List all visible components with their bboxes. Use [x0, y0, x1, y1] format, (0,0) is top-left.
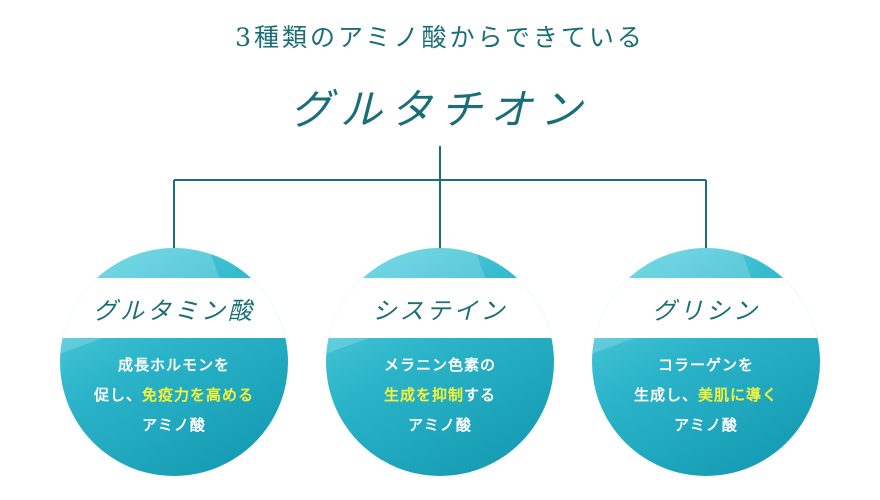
amino-acid-name: グリシン: [652, 296, 760, 325]
amino-acid-card-glutamic-acid: グルタミン酸 成長ホルモンを 促し、免疫力を高める アミノ酸: [60, 248, 288, 476]
description-text: する: [464, 386, 497, 404]
amino-acid-name: システイン: [372, 296, 508, 325]
description-line-1: コラーゲンを: [657, 356, 754, 374]
description-line-2: 生成を抑制する: [326, 380, 554, 410]
name-band: グリシン: [592, 278, 820, 338]
description-line-2: 促し、免疫力を高める: [60, 380, 288, 410]
description-line-1: メラニン色素の: [383, 356, 496, 374]
name-band: システイン: [326, 278, 554, 338]
amino-acid-card-cysteine: システイン メラニン色素の 生成を抑制する アミノ酸: [326, 248, 554, 476]
amino-acid-description: コラーゲンを 生成し、美肌に導く アミノ酸: [592, 350, 820, 440]
amino-acid-description: メラニン色素の 生成を抑制する アミノ酸: [326, 350, 554, 440]
highlight-text: 生成を抑制: [383, 386, 464, 404]
description-text: 生成し、: [633, 386, 698, 404]
subtitle: 3種類のアミノ酸からできている: [235, 23, 645, 52]
description-line-2: 生成し、美肌に導く: [592, 380, 820, 410]
description-line-3: アミノ酸: [408, 416, 472, 434]
highlight-text: 美肌に導く: [698, 386, 779, 404]
description-line-3: アミノ酸: [142, 416, 206, 434]
name-band: グルタミン酸: [60, 278, 288, 338]
highlight-text: 免疫力を高める: [142, 386, 255, 404]
amino-acid-card-glycine: グリシン コラーゲンを 生成し、美肌に導く アミノ酸: [592, 248, 820, 476]
description-line-3: アミノ酸: [674, 416, 738, 434]
amino-acid-description: 成長ホルモンを 促し、免疫力を高める アミノ酸: [60, 350, 288, 440]
amino-acid-name: グルタミン酸: [93, 296, 255, 325]
description-line-1: 成長ホルモンを: [117, 356, 230, 374]
description-text: 促し、: [93, 386, 142, 404]
page-title: グルタチオン: [289, 85, 590, 134]
